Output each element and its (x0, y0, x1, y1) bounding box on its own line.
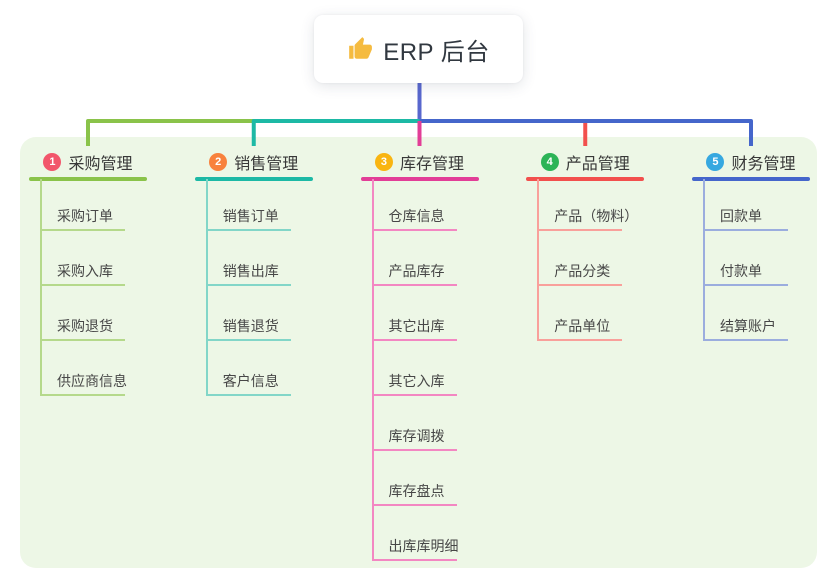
child-underline (537, 339, 623, 341)
branch-child-spine (40, 179, 42, 396)
branch-badge: 2 (209, 152, 228, 171)
branch-label: 财务管理 (731, 155, 796, 173)
child-label: 付款单 (720, 263, 762, 279)
child-underline (703, 284, 788, 286)
root-node[interactable]: ERP 后台 (314, 15, 523, 83)
child-node[interactable]: 付款单 (703, 260, 788, 286)
child-underline (371, 449, 457, 451)
child-node[interactable]: 客户信息 (205, 370, 291, 396)
child-underline (371, 229, 457, 231)
child-node[interactable]: 结算账户 (703, 315, 788, 341)
branch-label: 采购管理 (68, 155, 133, 173)
child-node[interactable]: 采购退货 (40, 315, 125, 341)
branch-badge: 4 (540, 152, 559, 171)
child-underline (537, 284, 623, 286)
thumbs-up-icon (347, 36, 373, 62)
child-node[interactable]: 出库库明细 (371, 535, 459, 561)
child-label: 库存调拨 (388, 428, 445, 444)
child-label: 库存盘点 (388, 483, 445, 499)
root-title: ERP 后台 (383, 38, 490, 66)
child-underline (205, 229, 291, 231)
child-node[interactable]: 回款单 (703, 205, 788, 231)
branch-child-spine (703, 179, 705, 341)
child-label: 其它入库 (388, 373, 445, 389)
branch-label: 产品管理 (565, 155, 630, 173)
child-node[interactable]: 产品库存 (371, 260, 457, 286)
child-underline (371, 339, 457, 341)
child-label: 客户信息 (222, 373, 279, 389)
child-node[interactable]: 产品（物料） (537, 205, 638, 231)
branch-node-5[interactable]: 5 财务管理 (692, 148, 810, 175)
child-label: 仓库信息 (388, 208, 445, 224)
child-label: 产品单位 (554, 318, 611, 334)
child-node[interactable]: 产品单位 (537, 315, 623, 341)
branch-label: 销售管理 (234, 155, 299, 173)
child-label: 采购退货 (57, 318, 113, 334)
child-label: 出库库明细 (388, 538, 459, 554)
child-underline (371, 284, 457, 286)
child-node[interactable]: 其它出库 (371, 315, 457, 341)
branch-badge: 1 (43, 152, 62, 171)
branch-underline (692, 177, 810, 181)
branch-node-4[interactable]: 4 产品管理 (526, 148, 644, 175)
child-label: 销售退货 (222, 318, 279, 334)
child-node[interactable]: 库存盘点 (371, 480, 457, 506)
child-label: 采购订单 (57, 208, 113, 224)
child-node[interactable]: 销售订单 (205, 205, 291, 231)
child-node[interactable]: 产品分类 (537, 260, 623, 286)
child-label: 销售出库 (222, 263, 279, 279)
child-node[interactable]: 采购入库 (40, 260, 125, 286)
branch-node-2[interactable]: 2 销售管理 (195, 148, 313, 175)
child-label: 产品（物料） (554, 208, 639, 224)
child-label: 产品分类 (554, 263, 611, 279)
branch-node-1[interactable]: 1 采购管理 (29, 148, 147, 175)
child-node[interactable]: 销售退货 (205, 315, 291, 341)
child-label: 结算账户 (720, 318, 776, 334)
child-underline (205, 339, 291, 341)
child-node[interactable]: 库存调拨 (371, 425, 457, 451)
child-underline (371, 559, 457, 561)
child-label: 其它出库 (388, 318, 445, 334)
branch-underline (29, 177, 147, 181)
child-underline (371, 394, 457, 396)
child-label: 销售订单 (222, 208, 279, 224)
child-label: 回款单 (720, 208, 762, 224)
branch-underline (194, 177, 313, 181)
child-underline (205, 284, 291, 286)
branch-label: 库存管理 (399, 155, 464, 173)
branch-child-spine (371, 179, 374, 561)
child-underline (537, 229, 623, 231)
child-underline (40, 229, 125, 231)
child-node[interactable]: 其它入库 (371, 370, 457, 396)
branch-badge: 5 (706, 152, 725, 171)
branch-panel-background (20, 137, 817, 568)
branch-node-3[interactable]: 3 库存管理 (361, 148, 479, 175)
child-node[interactable]: 采购订单 (40, 205, 125, 231)
child-label: 产品库存 (388, 263, 445, 279)
child-node[interactable]: 仓库信息 (371, 205, 457, 231)
branch-badge: 3 (374, 152, 393, 171)
branch-underline (360, 177, 479, 181)
child-node[interactable]: 供应商信息 (40, 370, 127, 396)
branch-child-spine (205, 179, 208, 396)
branch-child-spine (537, 179, 540, 341)
child-underline (703, 229, 788, 231)
child-underline (205, 394, 291, 396)
child-node[interactable]: 销售出库 (205, 260, 291, 286)
child-underline (40, 339, 125, 341)
branch-underline (526, 177, 645, 181)
child-underline (371, 504, 457, 506)
child-label: 供应商信息 (57, 373, 127, 389)
child-label: 采购入库 (57, 263, 113, 279)
child-underline (40, 284, 125, 286)
child-underline (703, 339, 788, 341)
child-underline (40, 394, 125, 396)
